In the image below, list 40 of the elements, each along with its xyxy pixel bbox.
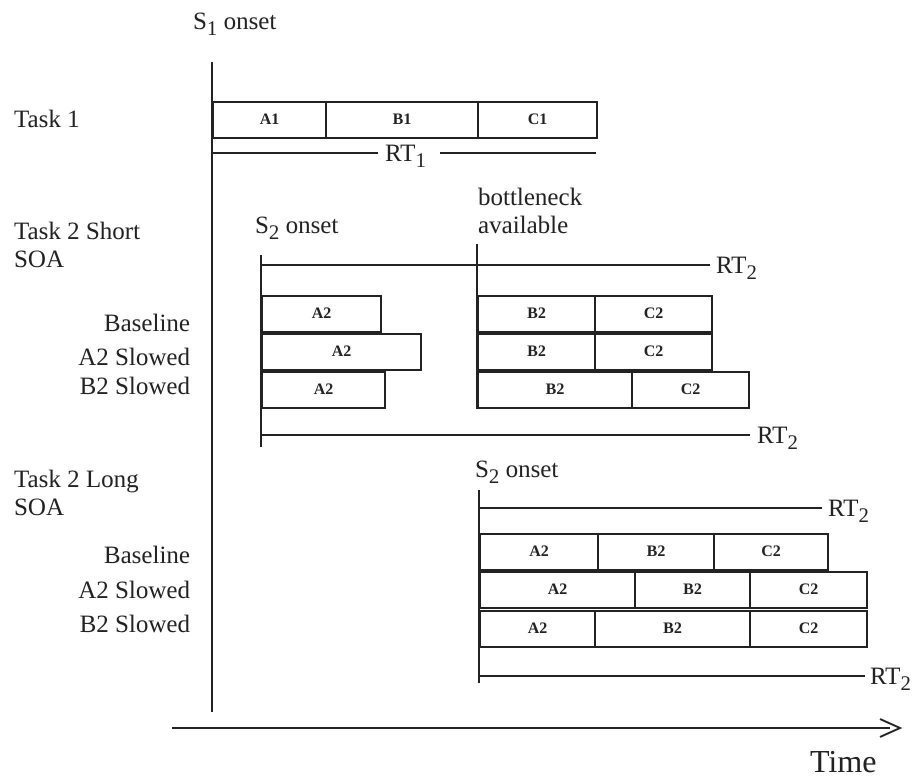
stage-box: C1	[477, 101, 598, 139]
task-label: Task 2 Short SOA	[14, 218, 142, 274]
stage-box: C2	[594, 333, 713, 371]
stage-box: B2	[597, 533, 715, 571]
rt-label: RT$_{2}$	[828, 495, 869, 529]
stage-box: A2	[479, 571, 636, 609]
stage-box: A2	[261, 371, 386, 409]
stage-box: B2	[477, 371, 633, 409]
onset-label: S$_{1}$ onset	[193, 8, 276, 42]
task-label: Task 1	[14, 106, 80, 134]
stage-box: B2	[477, 333, 596, 371]
stage-box: A1	[212, 101, 327, 139]
stage-box: A2	[479, 533, 599, 571]
stage-box: C2	[749, 610, 868, 648]
condition-label: Baseline	[102, 310, 190, 338]
bottleneck-label: bottleneck available	[478, 184, 584, 240]
condition-label: A2 Slowed	[77, 344, 190, 372]
stage-box: A2	[261, 333, 422, 371]
onset-label: S$_{2}$ onset	[475, 456, 558, 490]
condition-label: B2 Slowed	[78, 611, 190, 639]
stage-box: B2	[594, 610, 751, 648]
rt-label: RT$_{2}$	[870, 663, 911, 697]
axis-label: Time	[810, 744, 876, 778]
task-label: Task 2 Long SOA	[14, 466, 140, 522]
stage-box: A2	[479, 610, 596, 648]
stage-box: B1	[325, 101, 479, 139]
condition-label: A2 Slowed	[77, 577, 190, 605]
stage-box: C2	[631, 371, 750, 409]
stage-box: B2	[634, 571, 751, 609]
onset-label: S$_{2}$ onset	[255, 212, 338, 246]
rt-label: RT$_{1}$	[385, 140, 426, 174]
stage-box: C2	[594, 295, 713, 333]
stage-box: C2	[713, 533, 829, 571]
rt-label: RT$_{2}$	[716, 252, 757, 286]
rt-label: RT$_{2}$	[757, 422, 798, 456]
stage-box: A2	[261, 295, 382, 333]
condition-label: Baseline	[102, 542, 190, 570]
stage-box: C2	[749, 571, 868, 609]
condition-label: B2 Slowed	[78, 373, 190, 401]
stage-box: B2	[477, 295, 596, 333]
